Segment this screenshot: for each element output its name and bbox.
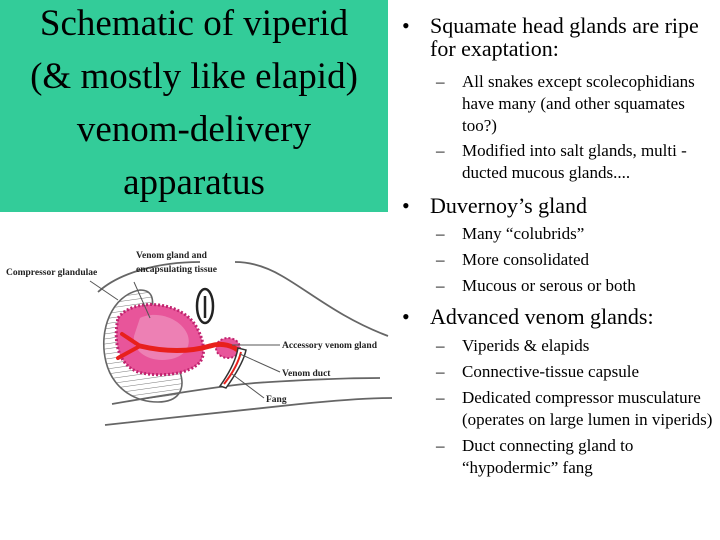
sub-bullet-item: – More consolidated — [400, 249, 718, 271]
sub-bullet-item: – Modified into salt glands, multi -duct… — [400, 140, 718, 184]
sub-bullet-text: Dedicated compressor musculature (operat… — [462, 388, 713, 429]
fang — [218, 347, 247, 389]
dash-mark: – — [436, 362, 445, 381]
sub-bullet-item: – Mucous or serous or both — [400, 275, 718, 297]
bullet-item: • Duvernoy’s gland — [400, 194, 718, 217]
sub-bullet-text: Connective-tissue capsule — [462, 362, 640, 381]
dash-mark: – — [436, 224, 445, 243]
label-accessory-gland: Accessory venom gland — [282, 341, 378, 351]
bullet-mark: • — [402, 193, 410, 218]
dash-mark: – — [436, 72, 445, 91]
title-line: venom-delivery — [76, 109, 312, 150]
label-fang: Fang — [266, 395, 287, 405]
venom-apparatus-diagram: Compressor glandulae Venom gland and enc… — [6, 251, 393, 426]
label-compressor: Compressor glandulae — [6, 268, 97, 278]
bullet-list: • Squamate head glands are ripe for exap… — [400, 14, 718, 479]
dash-mark: – — [436, 276, 445, 295]
sub-bullet-item: – Viperids & elapids — [400, 335, 718, 357]
eye — [195, 287, 215, 325]
sub-bullet-text: Viperids & elapids — [462, 336, 590, 355]
bullet-item: • Advanced venom glands: — [400, 305, 718, 328]
dash-mark: – — [436, 336, 445, 355]
sub-bullet-item: – Connective-tissue capsule — [400, 361, 718, 383]
sub-bullet-text: Duct connecting gland to “hypodermic” fa… — [462, 436, 634, 477]
bullet-mark: • — [402, 13, 410, 38]
sub-bullet-text: Many “colubrids” — [462, 224, 585, 243]
title-line: apparatus — [123, 162, 265, 203]
dash-mark: – — [436, 250, 445, 269]
bullet-text: Squamate head glands are ripe for exapta… — [430, 13, 699, 61]
sub-bullet-text: Modified into salt glands, multi -ducted… — [462, 141, 687, 182]
sub-bullet-item: – Many “colubrids” — [400, 223, 718, 245]
bullet-item: • Squamate head glands are ripe for exap… — [400, 14, 718, 60]
sub-bullet-text: Mucous or serous or both — [462, 276, 636, 295]
dash-mark: – — [436, 436, 445, 455]
sub-bullet-text: More consolidated — [462, 250, 589, 269]
sub-bullet-text: All snakes except scolecophidians have m… — [462, 72, 695, 135]
title-line: (& mostly like elapid) — [30, 56, 358, 97]
title-line: Schematic of viperid — [39, 3, 349, 44]
label-venom-gland-line2: encapsulating tissue — [136, 265, 217, 275]
dash-mark: – — [436, 388, 445, 407]
title-box: Schematic of viperid (& mostly like elap… — [0, 0, 388, 212]
slide-title: Schematic of viperid (& mostly like elap… — [30, 0, 358, 209]
bullet-mark: • — [402, 304, 410, 329]
dash-mark: – — [436, 141, 445, 160]
sub-bullet-item: – All snakes except scolecophidians have… — [400, 71, 718, 137]
sub-bullet-item: – Duct connecting gland to “hypodermic” … — [400, 435, 718, 479]
label-venom-gland-line1: Venom gland and — [136, 251, 208, 261]
label-venom-duct: Venom duct — [282, 369, 331, 379]
leader-lines — [89, 280, 281, 399]
sub-bullet-item: – Dedicated compressor musculature (oper… — [400, 387, 718, 431]
bullet-text: Advanced venom glands: — [430, 304, 654, 329]
bullet-text: Duvernoy’s gland — [430, 193, 588, 218]
